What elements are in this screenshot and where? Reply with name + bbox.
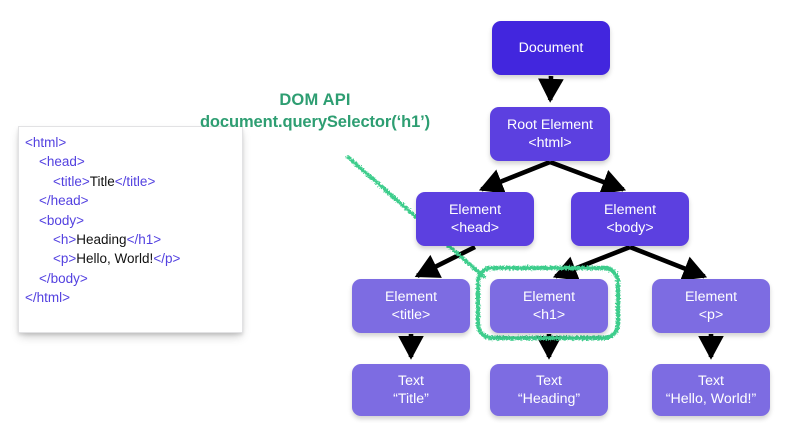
tree-node-label-primary: Element	[448, 201, 502, 218]
tree-edge-arrow	[414, 244, 477, 278]
code-line: </body>	[25, 269, 180, 288]
tree-node-el-h1[interactable]: Element <h1>	[490, 279, 608, 333]
tree-edge-arrow	[478, 159, 551, 194]
code-tag: <h>	[53, 232, 77, 248]
tree-node-label-primary: Element	[384, 288, 438, 305]
code-tag: </body>	[39, 270, 88, 286]
tree-node-document[interactable]: Document	[492, 21, 610, 75]
code-tag: </title>	[114, 173, 156, 189]
code-text: Hello, World!	[76, 251, 154, 267]
code-tag: <p>	[53, 251, 77, 267]
code-tag: <head>	[39, 154, 85, 170]
code-text: Title	[89, 173, 115, 189]
tree-node-text-hello[interactable]: Text “Hello, World!”	[652, 364, 770, 416]
tree-node-label-secondary: “Heading”	[517, 391, 581, 407]
dom-api-title: DOM API	[279, 91, 351, 109]
dom-api-caption: DOM API document.querySelector(‘h1’)	[181, 90, 449, 133]
code-line: <p>Hello, World!</p>	[25, 249, 180, 268]
tree-node-label-primary: Text	[535, 372, 563, 389]
code-tag: </head>	[39, 193, 89, 209]
dom-api-code-text: document.querySelector(‘h1’)	[199, 113, 431, 131]
tree-edge-arrow	[549, 159, 627, 195]
code-tag: </html>	[25, 290, 71, 306]
tree-edge-arrow	[552, 244, 631, 281]
code-tag: <title>	[53, 173, 90, 189]
code-tag: <html>	[25, 135, 67, 150]
code-line: <h>Heading</h1>	[25, 230, 180, 249]
code-line: </html>	[25, 288, 180, 307]
tree-edge-arrow	[629, 244, 708, 281]
tree-node-text-title[interactable]: Text “Title”	[352, 364, 470, 416]
tree-node-label-primary: Text	[697, 372, 725, 389]
html-source-card: <html> <head> <title>Title</title> </head> <…	[18, 126, 243, 333]
tree-node-label-secondary: <p>	[698, 307, 724, 323]
tree-node-text-heading[interactable]: Text “Heading”	[490, 364, 608, 416]
tree-node-label-primary: Element	[603, 201, 657, 218]
tree-node-label-primary: Element	[684, 288, 738, 305]
tree-node-label-secondary: <body>	[606, 220, 654, 236]
code-line: <html>	[25, 133, 180, 152]
tree-node-label-secondary: <title>	[391, 307, 431, 323]
tree-node-label-secondary: <h1>	[532, 307, 566, 323]
tree-node-label-secondary: “Title”	[393, 391, 429, 407]
code-tag: <body>	[39, 212, 85, 228]
code-line: <head>	[25, 152, 180, 171]
code-line: </head>	[25, 191, 180, 210]
tree-node-root-html[interactable]: Root Element <html>	[490, 107, 610, 161]
tree-node-el-body[interactable]: Element <body>	[571, 192, 689, 246]
code-tag: </p>	[153, 251, 181, 267]
tree-node-label-secondary: <html>	[528, 135, 572, 151]
code-line: <title>Title</title>	[25, 172, 180, 191]
code-tag: </h1>	[126, 232, 162, 248]
tree-node-el-title[interactable]: Element <title>	[352, 279, 470, 333]
html-source-code: <html> <head> <title>Title</title> </head> <…	[25, 133, 180, 308]
code-line: <body>	[25, 211, 180, 230]
tree-node-label-secondary: “Hello, World!”	[665, 391, 757, 407]
tree-node-label-primary: Document	[518, 39, 584, 56]
tree-edge-arrow	[538, 75, 564, 103]
tree-node-label-primary: Text	[397, 372, 425, 389]
code-text: Heading	[76, 232, 127, 248]
tree-node-label-primary: Root Element	[507, 116, 593, 133]
tree-node-label-secondary: <head>	[450, 220, 500, 236]
tree-node-el-head[interactable]: Element <head>	[416, 192, 534, 246]
tree-node-el-p[interactable]: Element <p>	[652, 279, 770, 333]
tree-node-label-primary: Element	[522, 288, 576, 305]
